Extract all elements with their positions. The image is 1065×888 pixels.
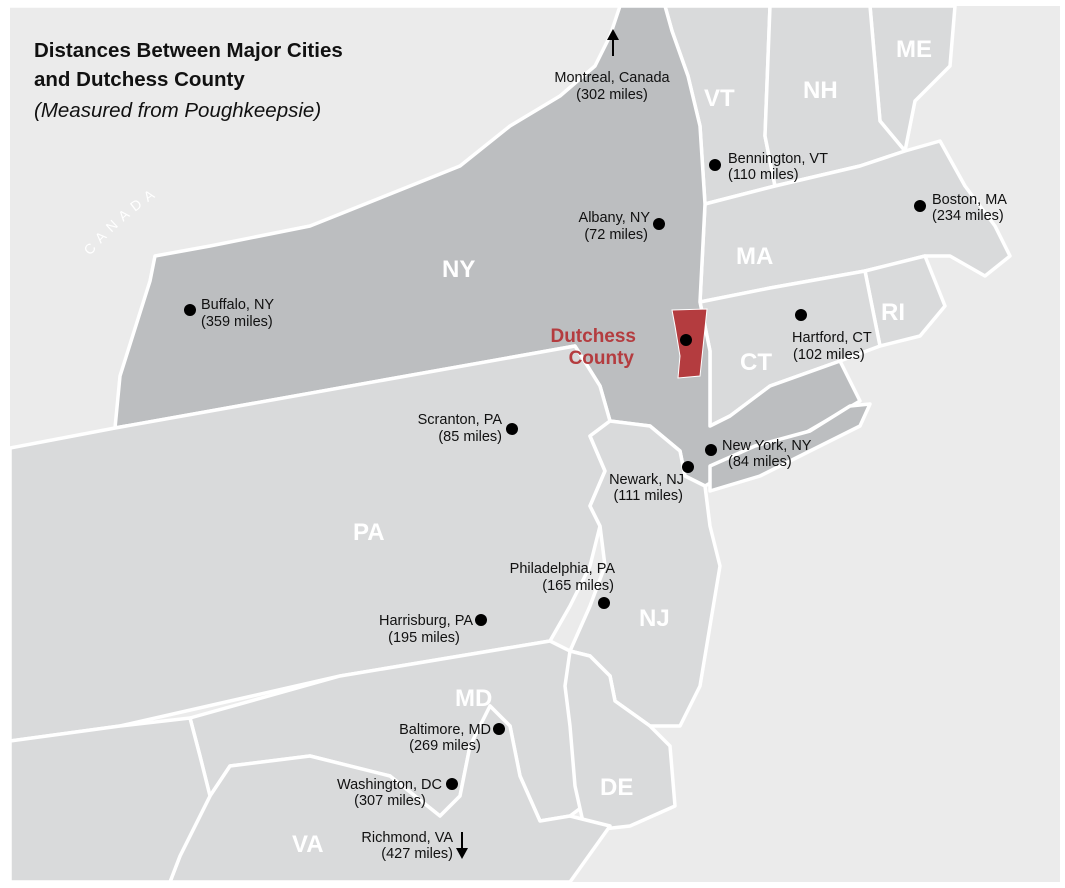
long-island bbox=[708, 402, 872, 493]
city-dot bbox=[598, 597, 610, 609]
city-dot bbox=[506, 423, 518, 435]
city-dot bbox=[493, 723, 505, 735]
city-distance: (102 miles) bbox=[793, 347, 865, 363]
state-label-nh: NH bbox=[803, 77, 838, 104]
state-label-ma: MA bbox=[736, 243, 773, 270]
state-label-md: MD bbox=[455, 685, 492, 712]
city-name: Buffalo, NY bbox=[201, 297, 274, 313]
city-distance: (165 miles) bbox=[542, 578, 614, 594]
city-name: Hartford, CT bbox=[792, 330, 872, 346]
city-distance: (111 miles) bbox=[613, 488, 683, 504]
city-name: Albany, NY bbox=[579, 210, 651, 226]
up-arrow-icon bbox=[607, 29, 619, 56]
city-distance: (110 miles) bbox=[728, 167, 799, 183]
city-dot bbox=[682, 461, 694, 473]
distance-map: CANADA Distances Between Major Cities an… bbox=[10, 6, 1060, 882]
city-dot bbox=[184, 304, 196, 316]
city-name: Montreal, Canada bbox=[554, 70, 670, 86]
state-label-pa: PA bbox=[353, 519, 385, 546]
map-frame: CANADA Distances Between Major Cities an… bbox=[10, 6, 1060, 882]
county-label-line2: County bbox=[569, 348, 635, 369]
state-label-me: ME bbox=[896, 36, 932, 63]
city-dot bbox=[653, 218, 665, 230]
state-va bbox=[168, 704, 612, 882]
city-philadelphia: Philadelphia, PA (165 miles) bbox=[510, 561, 616, 609]
city-name: Scranton, PA bbox=[418, 412, 503, 428]
city-buffalo: Buffalo, NY (359 miles) bbox=[184, 297, 274, 330]
city-dot bbox=[446, 778, 458, 790]
down-arrow-icon bbox=[456, 832, 468, 859]
state-label-ri: RI bbox=[881, 299, 905, 326]
city-dot bbox=[709, 159, 721, 171]
city-washington: Washington, DC (307 miles) bbox=[337, 777, 458, 809]
city-dot bbox=[914, 200, 926, 212]
city-distance: (195 miles) bbox=[388, 630, 460, 646]
city-name: Washington, DC bbox=[337, 777, 442, 793]
city-distance: (85 miles) bbox=[438, 429, 502, 445]
state-de bbox=[563, 649, 677, 833]
city-name: Harrisburg, PA bbox=[379, 613, 473, 629]
city-name: Philadelphia, PA bbox=[510, 561, 616, 577]
state-wv bbox=[10, 716, 212, 882]
city-richmond: Richmond, VA (427 miles) bbox=[361, 830, 468, 862]
city-distance: (269 miles) bbox=[409, 738, 481, 754]
city-dot bbox=[705, 444, 717, 456]
city-name: Baltimore, MD bbox=[399, 722, 491, 738]
city-boston: Boston, MA (234 miles) bbox=[914, 192, 1007, 224]
state-label-ny: NY bbox=[442, 256, 475, 283]
map-title-line1: Distances Between Major Cities bbox=[34, 39, 343, 62]
city-name: Richmond, VA bbox=[361, 830, 453, 846]
city-distance: (427 miles) bbox=[381, 846, 453, 862]
city-bennington: Bennington, VT (110 miles) bbox=[709, 151, 828, 183]
city-albany: Albany, NY (72 miles) bbox=[579, 210, 665, 243]
poughkeepsie-dot bbox=[680, 334, 692, 346]
city-name: New York, NY bbox=[722, 438, 812, 454]
city-dot bbox=[475, 614, 487, 626]
city-name: Bennington, VT bbox=[728, 151, 828, 167]
city-new-york: New York, NY (84 miles) bbox=[705, 438, 812, 470]
city-name: Newark, NJ bbox=[609, 472, 684, 488]
city-distance: (359 miles) bbox=[201, 314, 273, 330]
city-distance: (302 miles) bbox=[576, 87, 648, 103]
map-subtitle: (Measured from Poughkeepsie) bbox=[34, 99, 321, 122]
city-montreal: Montreal, Canada (302 miles) bbox=[554, 29, 671, 103]
state-label-de: DE bbox=[600, 774, 633, 801]
city-hartford: Hartford, CT (102 miles) bbox=[792, 309, 872, 363]
state-label-nj: NJ bbox=[639, 605, 670, 632]
county-label-line1: Dutchess bbox=[550, 326, 636, 347]
city-name: Boston, MA bbox=[932, 192, 1007, 208]
city-dot bbox=[795, 309, 807, 321]
city-harrisburg: Harrisburg, PA (195 miles) bbox=[379, 613, 487, 646]
city-distance: (84 miles) bbox=[728, 454, 792, 470]
state-label-va: VA bbox=[292, 831, 324, 858]
state-label-vt: VT bbox=[704, 85, 735, 112]
city-baltimore: Baltimore, MD (269 miles) bbox=[399, 722, 505, 754]
state-label-ct: CT bbox=[740, 349, 772, 376]
city-distance: (234 miles) bbox=[932, 208, 1004, 224]
city-distance: (72 miles) bbox=[584, 227, 648, 243]
city-distance: (307 miles) bbox=[354, 793, 426, 809]
map-title-line2: and Dutchess County bbox=[34, 68, 245, 91]
city-scranton: Scranton, PA (85 miles) bbox=[418, 412, 518, 445]
city-newark: Newark, NJ (111 miles) bbox=[609, 461, 694, 504]
